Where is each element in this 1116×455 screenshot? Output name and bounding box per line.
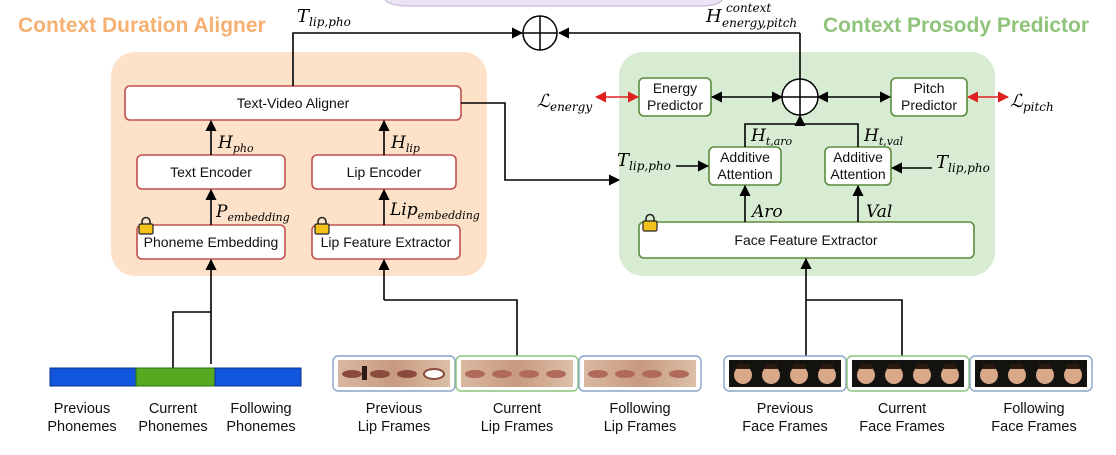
pitch-predictor-line2: Predictor	[901, 97, 957, 113]
additive-attention-val-line2: Attention	[830, 166, 885, 182]
face-feature-extractor-label: Face Feature Extractor	[734, 232, 878, 248]
additive-attention-aro-line2: Attention	[717, 166, 772, 182]
caption-previous-phonemes-2: Phonemes	[47, 419, 116, 435]
aro-label: Aro	[750, 202, 783, 222]
t-lip-pho-left-input: Tlip,pho	[617, 150, 671, 173]
text-encoder-label: Text Encoder	[170, 164, 252, 180]
phoneme-captions: Previous Phonemes Current Phonemes Follo…	[47, 401, 295, 435]
caption-following-phonemes-1: Following	[230, 401, 291, 417]
caption-previous-lip-2: Lip Frames	[358, 419, 431, 435]
previous-face-frames	[723, 355, 847, 392]
caption-following-face-1: Following	[1003, 401, 1064, 417]
following-lip-frames	[578, 355, 702, 392]
current-lip-frames	[455, 355, 579, 392]
energy-predictor-line2: Predictor	[647, 97, 703, 113]
lip-encoder-label: Lip Encoder	[347, 164, 422, 180]
phoneme-embedding-label: Phoneme Embedding	[144, 234, 279, 250]
lip-captions: Previous Lip Frames Current Lip Frames F…	[358, 401, 677, 435]
energy-predictor-line1: Energy	[653, 80, 697, 96]
h-t-aro-label: Ht,aro	[750, 126, 793, 148]
caption-following-lip-2: Lip Frames	[604, 419, 677, 435]
top-t-lip-pho-label: Tlip,pho	[297, 6, 351, 29]
current-face-frames	[846, 355, 970, 392]
caption-previous-lip-1: Previous	[366, 401, 422, 417]
face-captions: Previous Face Frames Current Face Frames…	[742, 401, 1076, 435]
current-phonemes-bar	[135, 367, 216, 387]
caption-current-face-2: Face Frames	[859, 419, 944, 435]
caption-current-lip-2: Lip Frames	[481, 419, 554, 435]
caption-current-phonemes-2: Phonemes	[138, 419, 207, 435]
previous-lip-frames	[332, 355, 456, 392]
caption-following-face-2: Face Frames	[991, 419, 1076, 435]
top-sum-circle-icon	[522, 15, 558, 51]
following-face-frames	[969, 355, 1093, 392]
lock-icon	[642, 213, 658, 232]
top-h-context-sub: energy,pitch	[722, 16, 797, 30]
h-pho-label: Hpho	[217, 133, 254, 155]
upstream-block	[384, 0, 723, 7]
following-phonemes-bar	[214, 367, 302, 387]
additive-attention-val-line1: Additive	[833, 149, 883, 165]
lock-icon	[314, 216, 330, 235]
pitch-predictor-line1: Pitch	[913, 80, 944, 96]
h-t-val-label: Ht,val	[863, 126, 904, 148]
caption-following-phonemes-2: Phonemes	[226, 419, 295, 435]
h-lip-label: Hlip	[390, 133, 420, 155]
p-embedding-label: Pembedding	[215, 202, 290, 224]
right-sum-circle-icon	[781, 78, 819, 116]
caption-following-lip-1: Following	[609, 401, 670, 417]
top-h-context-sup: context	[726, 1, 771, 15]
caption-current-face-1: Current	[878, 401, 926, 417]
loss-energy-label: ℒenergy	[537, 91, 592, 114]
lock-icon	[138, 216, 154, 235]
caption-previous-face-2: Face Frames	[742, 419, 827, 435]
lip-feature-extractor-label: Lip Feature Extractor	[321, 234, 452, 250]
caption-previous-phonemes-1: Previous	[54, 401, 110, 417]
caption-current-phonemes-1: Current	[149, 401, 197, 417]
left-section-title: Context Duration Aligner	[18, 14, 266, 37]
previous-phonemes-bar	[49, 367, 137, 387]
right-section-title: Context Prosody Predictor	[823, 14, 1089, 37]
caption-previous-face-1: Previous	[757, 401, 813, 417]
caption-current-lip-1: Current	[493, 401, 541, 417]
top-h-context-label: H	[705, 6, 722, 27]
val-label: Val	[866, 202, 892, 222]
additive-attention-aro-line1: Additive	[720, 149, 770, 165]
t-lip-pho-right-input: Tlip,pho	[936, 152, 990, 175]
lip-embedding-label: Lipembedding	[389, 200, 480, 222]
loss-pitch-label: ℒpitch	[1010, 91, 1054, 114]
text-video-aligner-label: Text-Video Aligner	[237, 95, 350, 111]
